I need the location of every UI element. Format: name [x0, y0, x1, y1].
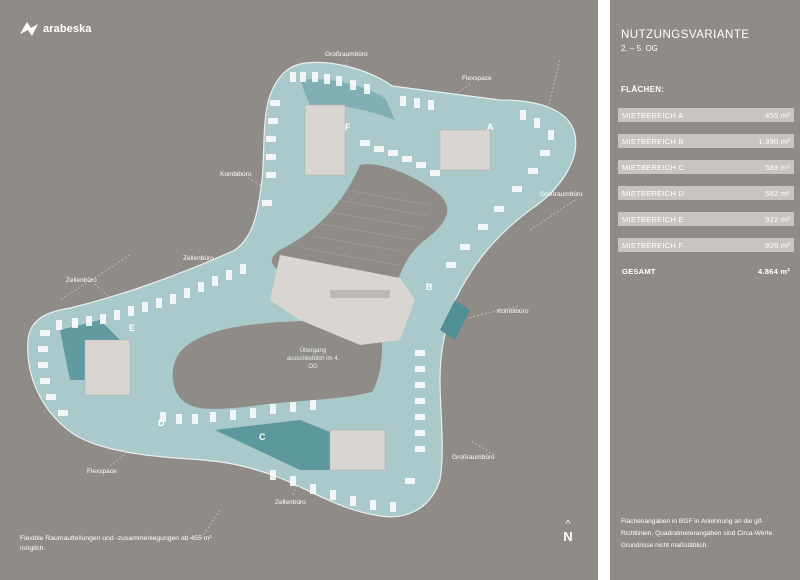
flexibility-note: Flexible Raumaufteilungen und -zusammenl… [20, 535, 212, 552]
total-row: GESAMT 4.864 m² [622, 267, 790, 276]
core-blocks [84, 104, 491, 471]
area-label: MIETBEREICH C [622, 162, 685, 172]
zone-letter-b: B [426, 282, 433, 292]
area-label: MIETBEREICH E [622, 214, 684, 224]
area-row-a: MIETBEREICH A 455 m² [618, 108, 794, 122]
info-panel: NUTZUNGSVARIANTE 2. – 5. OG FLÄCHEN: MIE… [610, 0, 800, 580]
area-value: 589 m² [765, 162, 790, 172]
north-indicator: ^ N [560, 519, 576, 545]
area-value: 455 m² [765, 110, 790, 120]
desk-pattern [38, 72, 554, 512]
area-value: 1.390 m² [758, 136, 790, 146]
zone-letter-d: D [158, 418, 165, 428]
arabeska-logo-icon [20, 22, 38, 36]
panel-subtitle: 2. – 5. OG [621, 44, 658, 53]
panel-divider [598, 0, 610, 580]
brand-name: arabeska [43, 23, 92, 35]
label-zellenbuero-left: Zellenbüro [66, 277, 97, 284]
zone-letter-f: F [345, 122, 351, 132]
zone-letter-e: E [129, 323, 136, 333]
area-value: 922 m² [765, 214, 790, 224]
area-label: MIETBEREICH D [622, 188, 685, 198]
transition-note: Übergang ausschließlich im 4. OG [286, 348, 340, 370]
north-arrow-icon: ^ [565, 519, 571, 530]
label-kombibuero-left: Kombibüro [220, 171, 252, 178]
zone-letter-c: C [259, 432, 266, 442]
label-flexspace-bottom: Flexspace [87, 468, 117, 475]
label-zellenbuero-bottom: Zellenbüro [275, 499, 306, 506]
areas-heading: FLÄCHEN: [621, 85, 665, 94]
label-kombibuero-right: Kombibüro [497, 308, 529, 315]
floor-plan-drawing [27, 59, 577, 541]
brand-logo: arabeska [18, 20, 92, 38]
central-atrium [270, 255, 415, 345]
panel-title: NUTZUNGSVARIANTE [621, 29, 750, 41]
area-row-f: MIETBEREICH F 926 m² [618, 238, 794, 252]
total-value: 4.864 m² [758, 267, 790, 276]
label-flexspace-top: Flexspace [462, 75, 492, 82]
area-label: MIETBEREICH F [622, 240, 684, 250]
label-grossraumbuero-bottom: Großraumbüro [452, 454, 495, 461]
north-label: N [563, 529, 573, 544]
area-label: MIETBEREICH B [622, 136, 684, 146]
area-row-c: MIETBEREICH C 589 m² [618, 160, 794, 174]
floor-plan-area: arabeska [18, 20, 583, 552]
area-value: 582 m² [765, 188, 790, 198]
lower-courtyard [172, 320, 383, 409]
label-zellenbuero-mid: Zellenbüro [183, 255, 214, 262]
label-grossraumbuero-right: Großraumbüro [540, 191, 583, 198]
area-row-d: MIETBEREICH D 582 m² [618, 186, 794, 200]
area-list: MIETBEREICH A 455 m² MIETBEREICH B 1.390… [618, 108, 794, 264]
area-value: 926 m² [765, 240, 790, 250]
total-label: GESAMT [622, 267, 656, 276]
label-grossraumbuero-top: Großraumbüro [325, 51, 368, 58]
area-disclaimer: Flächenangaben in BGF in Anlehnung an di… [621, 518, 775, 549]
area-row-e: MIETBEREICH E 922 m² [618, 212, 794, 226]
area-label: MIETBEREICH A [622, 110, 684, 120]
zone-letter-a: A [487, 122, 494, 132]
area-row-b: MIETBEREICH B 1.390 m² [618, 134, 794, 148]
